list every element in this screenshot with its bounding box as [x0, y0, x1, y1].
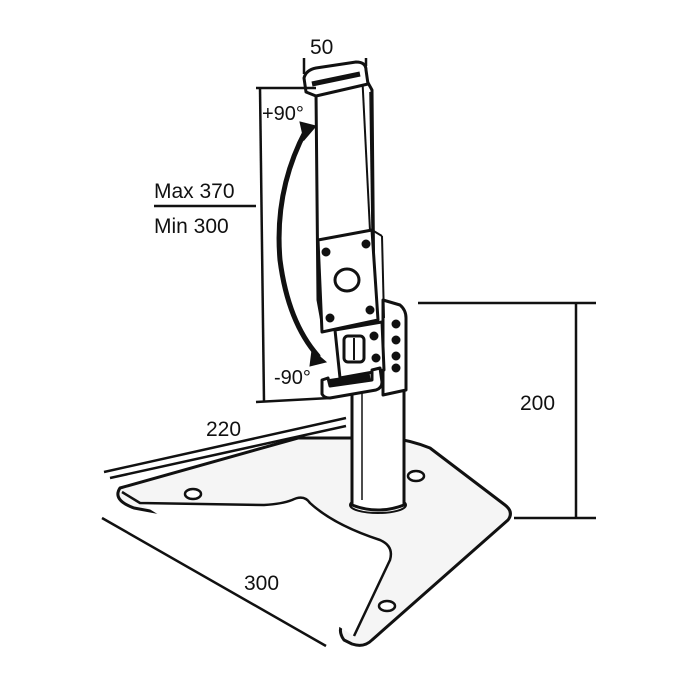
dim-height-vertical: [258, 87, 266, 403]
mount-screw: [321, 247, 331, 257]
post: [350, 368, 406, 512]
dim-depth-line: [103, 416, 347, 474]
mount-plate-edge: [371, 229, 383, 237]
post-body: [350, 368, 406, 512]
head-screw: [391, 335, 401, 345]
tilt-arc: [276, 121, 328, 367]
tilt-arc-curve: [276, 127, 321, 359]
mount-plate: [316, 228, 385, 334]
tilt-bracket: [320, 320, 386, 400]
label-tilt-down: -90°: [274, 367, 311, 389]
label-range-min: Min 300: [154, 215, 229, 238]
base-plate: [116, 436, 512, 647]
mount-screw: [365, 305, 375, 315]
dimension-lines: [101, 58, 596, 648]
base-plate-bevel: [121, 490, 393, 637]
label-base-depth: 220: [206, 418, 241, 441]
head-screw: [391, 319, 401, 329]
label-post-height: 200: [520, 392, 555, 415]
dim-height-bottom-ext: [255, 396, 331, 404]
base-hole: [183, 487, 203, 501]
tilt-arrow-up: [299, 121, 317, 142]
head-screw: [391, 351, 401, 361]
lower-clamp-jaw: [320, 366, 384, 400]
base-hole: [377, 599, 397, 613]
base-hole: [406, 469, 426, 483]
mount-plate-edge: [381, 235, 385, 319]
post-head: [381, 298, 408, 397]
mount-center-hole: [333, 267, 361, 293]
clamp-grip: [329, 373, 371, 385]
head-screw: [391, 363, 401, 373]
bracket-screw: [369, 331, 379, 341]
mount-screw: [361, 239, 371, 249]
top-clamp-grip: [311, 71, 361, 87]
label-base-width: 300: [244, 572, 279, 595]
label-range-max: Max 370: [154, 180, 235, 203]
post-head-plate: [381, 298, 408, 397]
dim-depth-line-2: [109, 424, 347, 480]
label-tilt-up: +90°: [262, 103, 304, 125]
dim-width-base-line: [101, 516, 327, 648]
tilt-arrow-down: [309, 349, 328, 367]
bracket-screw: [371, 353, 381, 363]
label-width-top: 50: [310, 36, 333, 59]
base-holes: [183, 469, 426, 613]
arm-edge-inner: [369, 91, 373, 231]
mount-screw: [325, 313, 335, 323]
